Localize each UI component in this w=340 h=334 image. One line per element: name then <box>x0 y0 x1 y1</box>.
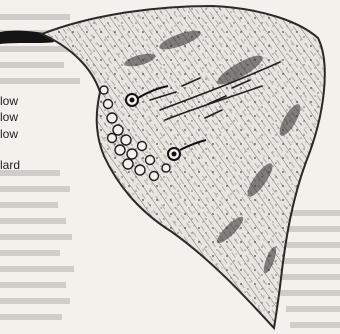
leaf-sketch-icon <box>0 0 340 334</box>
page: low low low lard <box>0 0 340 334</box>
